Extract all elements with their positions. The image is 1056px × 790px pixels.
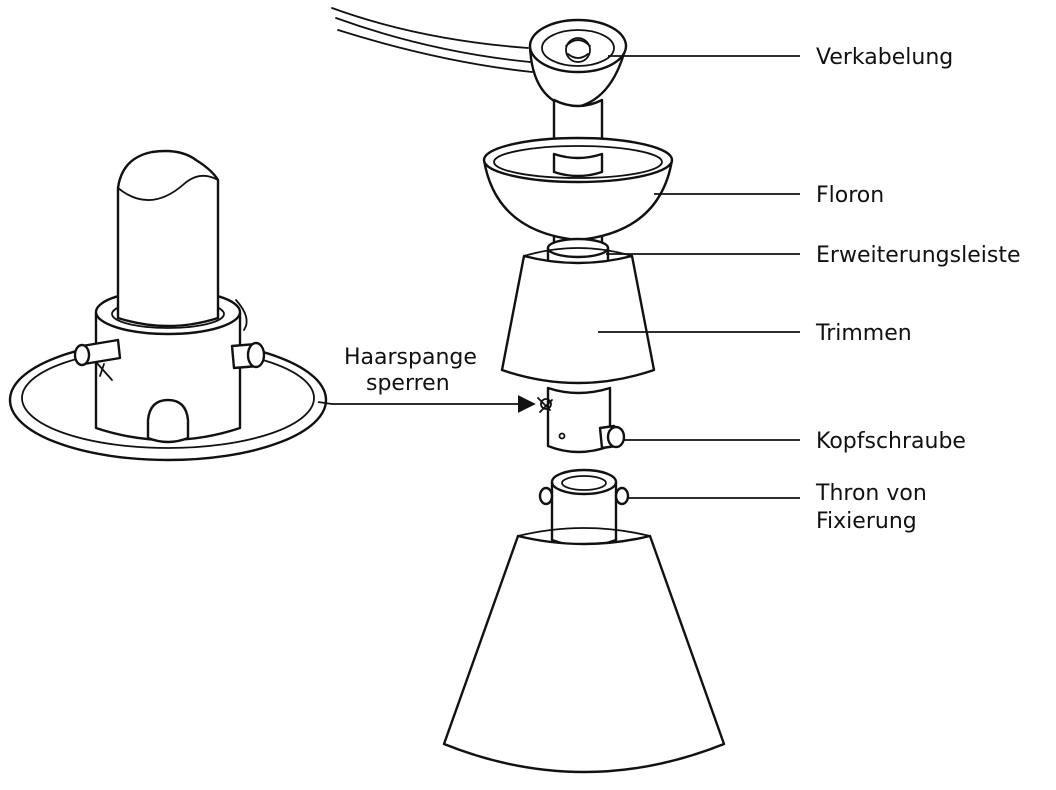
detail-front-cap [146,398,190,444]
canopy-bowl [482,136,674,242]
label-thron-line2: Fixierung [816,509,917,534]
fixing-screw-right-icon [614,486,630,506]
detail-pipe-cut [117,174,219,201]
lock-clip-icon [537,397,553,413]
label-haarspange-line1: Haarspange [344,345,477,370]
lamp-shade [442,527,726,774]
detail-mount-assembly [8,149,328,462]
detail-right-screw-icon [230,341,266,370]
label-thron-line1: Thron von [815,481,927,506]
fixing-collar [550,468,618,548]
label-floron: Floron [816,183,884,208]
detail-left-wing-screw-icon [73,338,122,381]
leader-haarspange-arrow [317,395,536,413]
fixing-screw-left-icon [538,486,554,506]
head-screw-icon [598,424,626,450]
label-erweiterungsleiste: Erweiterungsleiste [816,243,1021,268]
detail-wire [235,299,248,331]
label-kopfschraube: Kopfschraube [816,429,966,454]
wiring-cap [528,18,628,110]
trim-cover [500,247,656,385]
detail-pipe [116,149,220,328]
label-trimmen: Trimmen [815,321,912,346]
label-haarspange-line2: sperren [366,371,450,396]
label-verkabelung: Verkabelung [816,45,953,70]
power-cables [331,7,533,73]
